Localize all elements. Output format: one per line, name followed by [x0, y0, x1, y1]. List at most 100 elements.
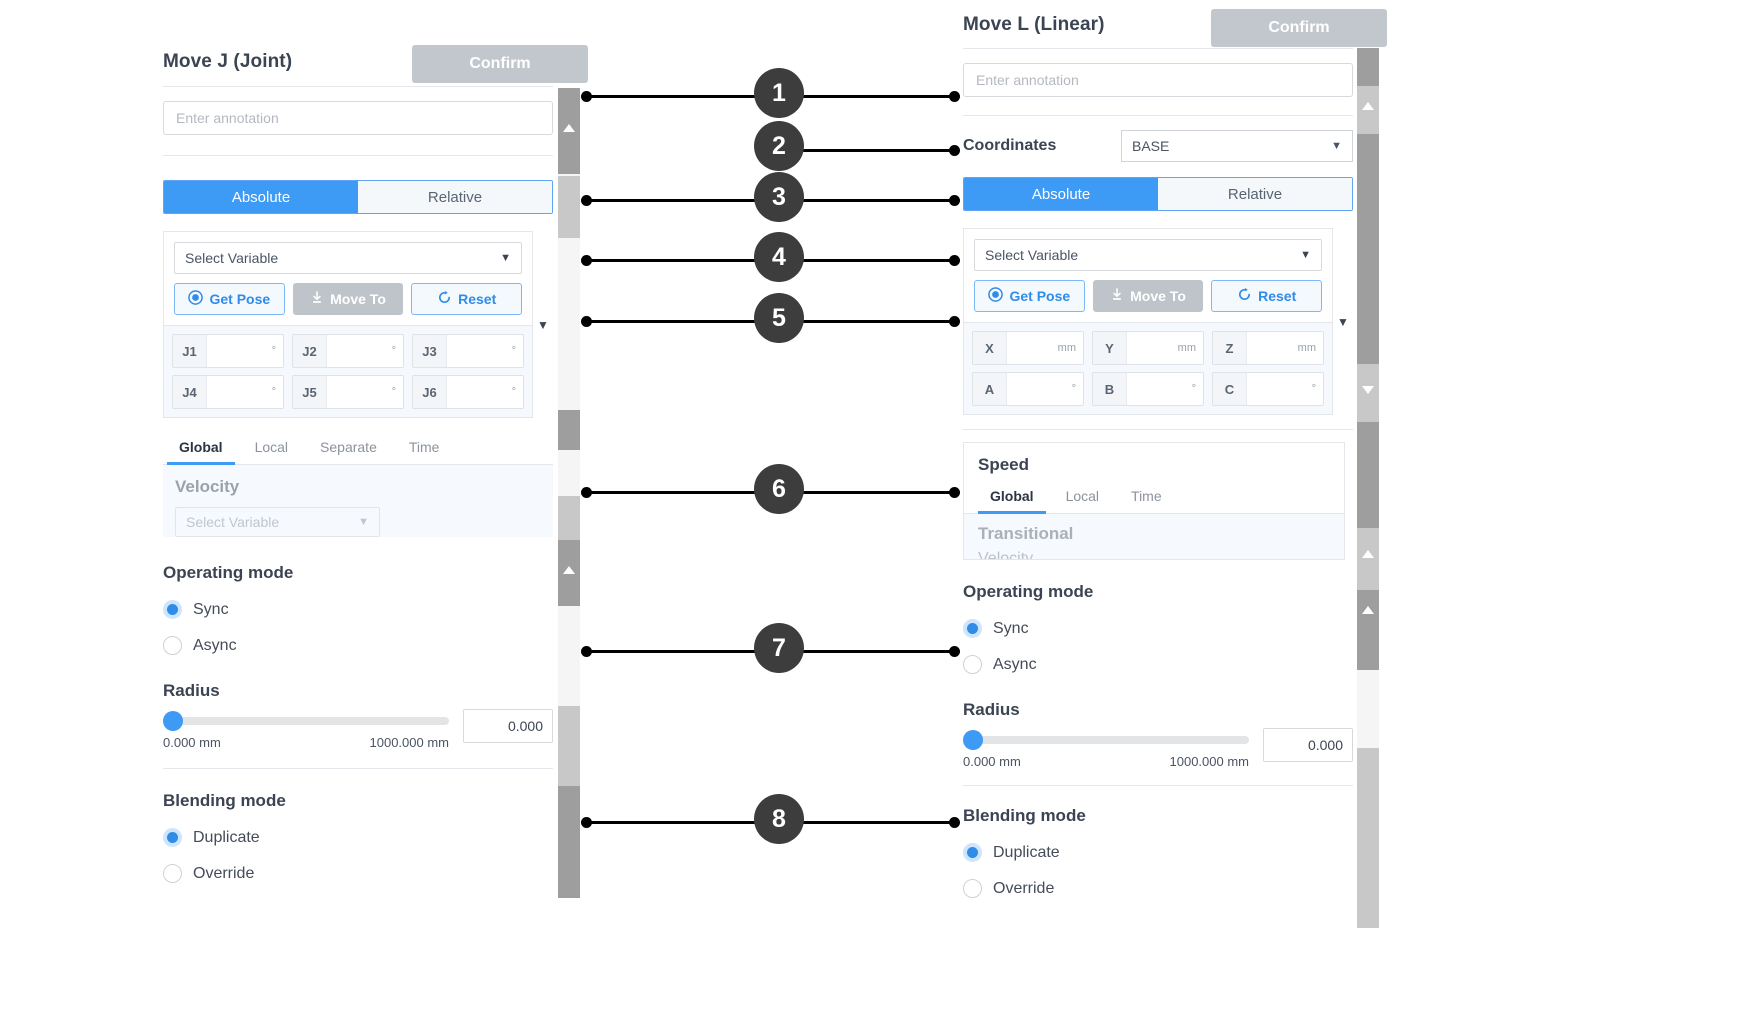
- scrollbar-thumb-up-right[interactable]: [1357, 48, 1379, 86]
- scrollbar-thumb-r4[interactable]: [1357, 422, 1379, 528]
- pose-value-x[interactable]: [1007, 332, 1058, 364]
- radio-async-left[interactable]: Async: [163, 636, 553, 655]
- radio-icon-sync-left[interactable]: [163, 600, 182, 619]
- tab-local-right[interactable]: Local: [1065, 488, 1100, 504]
- pose-field-y[interactable]: Y mm: [1092, 331, 1204, 365]
- confirm-button-left[interactable]: Confirm: [412, 45, 588, 83]
- radio-icon-override-right[interactable]: [963, 879, 982, 898]
- scroll-up-arrow-icon-2[interactable]: [563, 566, 575, 574]
- tab-local-left[interactable]: Local: [254, 439, 289, 455]
- radio-duplicate-right[interactable]: Duplicate: [963, 843, 1353, 862]
- pose-value-a[interactable]: [1007, 373, 1072, 405]
- joint-value-j5[interactable]: [327, 376, 392, 408]
- scroll-up-arrow-icon-right[interactable]: [1362, 102, 1374, 110]
- coordinates-select[interactable]: BASE ▼: [1121, 130, 1353, 162]
- joint-field-j2[interactable]: J2 °: [292, 334, 404, 368]
- expand-variable-panel-right[interactable]: ▼: [1337, 314, 1349, 329]
- tab-global-right[interactable]: Global: [974, 481, 1050, 514]
- reset-button-right[interactable]: Reset: [1211, 280, 1323, 312]
- pose-value-z[interactable]: [1247, 332, 1298, 364]
- scrollbar-thumb-r7[interactable]: [1357, 748, 1379, 928]
- velocity-select-left[interactable]: Select Variable ▼: [175, 507, 380, 537]
- scrollbar-thumb-r5[interactable]: [1357, 528, 1379, 590]
- abs-rel-toggle-right[interactable]: Absolute Relative: [963, 177, 1353, 211]
- move-to-button-left[interactable]: Move To: [292, 283, 404, 315]
- tab-time-left[interactable]: Time: [408, 439, 440, 455]
- radio-async-right[interactable]: Async: [963, 655, 1353, 674]
- scroll-down-arrow-icon-right[interactable]: [1362, 386, 1374, 394]
- radio-sync-left[interactable]: Sync: [163, 600, 553, 619]
- radius-slider-track-right[interactable]: [963, 730, 1249, 750]
- tab-absolute-left[interactable]: Absolute: [164, 181, 358, 213]
- joint-value-j3[interactable]: [447, 335, 512, 367]
- scrollbar-thumb-r2[interactable]: [1357, 134, 1379, 364]
- get-pose-button-left[interactable]: Get Pose: [174, 283, 285, 315]
- abs-rel-toggle-left[interactable]: Absolute Relative: [163, 180, 553, 214]
- confirm-button-right[interactable]: Confirm: [1211, 9, 1387, 47]
- scroll-up-arrow-icon[interactable]: [563, 124, 575, 132]
- radio-icon-async-left[interactable]: [163, 636, 182, 655]
- joint-field-j6[interactable]: J6 °: [412, 375, 524, 409]
- pose-value-b[interactable]: [1127, 373, 1192, 405]
- speed-tabs-right[interactable]: Global Local Time: [964, 481, 1344, 514]
- radio-icon-async-right[interactable]: [963, 655, 982, 674]
- radius-slider-knob-right[interactable]: [963, 730, 983, 750]
- joint-value-j2[interactable]: [327, 335, 392, 367]
- joint-value-j1[interactable]: [207, 335, 272, 367]
- pose-field-c[interactable]: C °: [1212, 372, 1324, 406]
- radio-override-left[interactable]: Override: [163, 864, 553, 883]
- variable-select-right[interactable]: Select Variable ▼: [974, 239, 1322, 271]
- radius-slider-track-left[interactable]: [163, 711, 449, 731]
- tab-separate-left[interactable]: Separate: [320, 439, 377, 455]
- scrollbar-thumb-r1[interactable]: [1357, 86, 1379, 134]
- tab-time-right[interactable]: Time: [1131, 488, 1162, 504]
- scrollbar-thumb-2[interactable]: [558, 410, 580, 450]
- tab-global-left[interactable]: Global: [163, 432, 239, 465]
- annotation-input-right[interactable]: [963, 63, 1353, 97]
- scrollbar-thumb-down[interactable]: [558, 540, 580, 606]
- joint-field-j3[interactable]: J3 °: [412, 334, 524, 368]
- move-to-button-right[interactable]: Move To: [1092, 280, 1204, 312]
- pose-field-x[interactable]: X mm: [972, 331, 1084, 365]
- joint-value-j4[interactable]: [207, 376, 272, 408]
- scrollbar-thumb-4[interactable]: [558, 706, 580, 786]
- radius-value-input-left[interactable]: 0.000: [463, 709, 553, 743]
- tab-relative-left[interactable]: Relative: [358, 181, 552, 213]
- radius-value-input-right[interactable]: 0.000: [1263, 728, 1353, 762]
- pose-field-b[interactable]: B °: [1092, 372, 1204, 406]
- annotation-input-left[interactable]: [163, 101, 553, 135]
- pose-field-z[interactable]: Z mm: [1212, 331, 1324, 365]
- radio-override-right[interactable]: Override: [963, 879, 1353, 898]
- scrollbar-thumb-1[interactable]: [558, 176, 580, 238]
- get-pose-button-right[interactable]: Get Pose: [974, 280, 1085, 312]
- reset-button-left[interactable]: Reset: [411, 283, 523, 315]
- pose-value-c[interactable]: [1247, 373, 1312, 405]
- joint-field-j1[interactable]: J1 °: [172, 334, 284, 368]
- pose-field-a[interactable]: A °: [972, 372, 1084, 406]
- speed-tabs-left[interactable]: Global Local Separate Time: [163, 432, 553, 465]
- radio-sync-right[interactable]: Sync: [963, 619, 1353, 638]
- scroll-up-arrow-icon-right-2[interactable]: [1362, 550, 1374, 558]
- radio-icon-sync-right[interactable]: [963, 619, 982, 638]
- scrollbar-right-panel[interactable]: [1357, 48, 1379, 928]
- radius-slider-knob-left[interactable]: [163, 711, 183, 731]
- variable-select-left[interactable]: Select Variable ▼: [174, 242, 522, 274]
- scrollbar-left-panel[interactable]: [558, 88, 580, 898]
- scrollbar-thumb-r3[interactable]: [1357, 364, 1379, 422]
- scrollbar-thumb-up[interactable]: [558, 88, 580, 174]
- joint-field-j5[interactable]: J5 °: [292, 375, 404, 409]
- expand-variable-panel-left[interactable]: ▼: [537, 317, 549, 332]
- scrollbar-thumb-5[interactable]: [558, 786, 580, 898]
- joint-value-j6[interactable]: [447, 376, 512, 408]
- radio-icon-override-left[interactable]: [163, 864, 182, 883]
- pose-value-y[interactable]: [1127, 332, 1178, 364]
- joint-field-j4[interactable]: J4 °: [172, 375, 284, 409]
- radio-icon-duplicate-left[interactable]: [163, 828, 182, 847]
- tab-absolute-right[interactable]: Absolute: [964, 178, 1158, 210]
- scroll-up-arrow-icon-right-3[interactable]: [1362, 606, 1374, 614]
- tab-relative-right[interactable]: Relative: [1158, 178, 1352, 210]
- radio-icon-duplicate-right[interactable]: [963, 843, 982, 862]
- scrollbar-thumb-r6[interactable]: [1357, 590, 1379, 670]
- radio-duplicate-left[interactable]: Duplicate: [163, 828, 553, 847]
- scrollbar-thumb-3[interactable]: [558, 496, 580, 540]
